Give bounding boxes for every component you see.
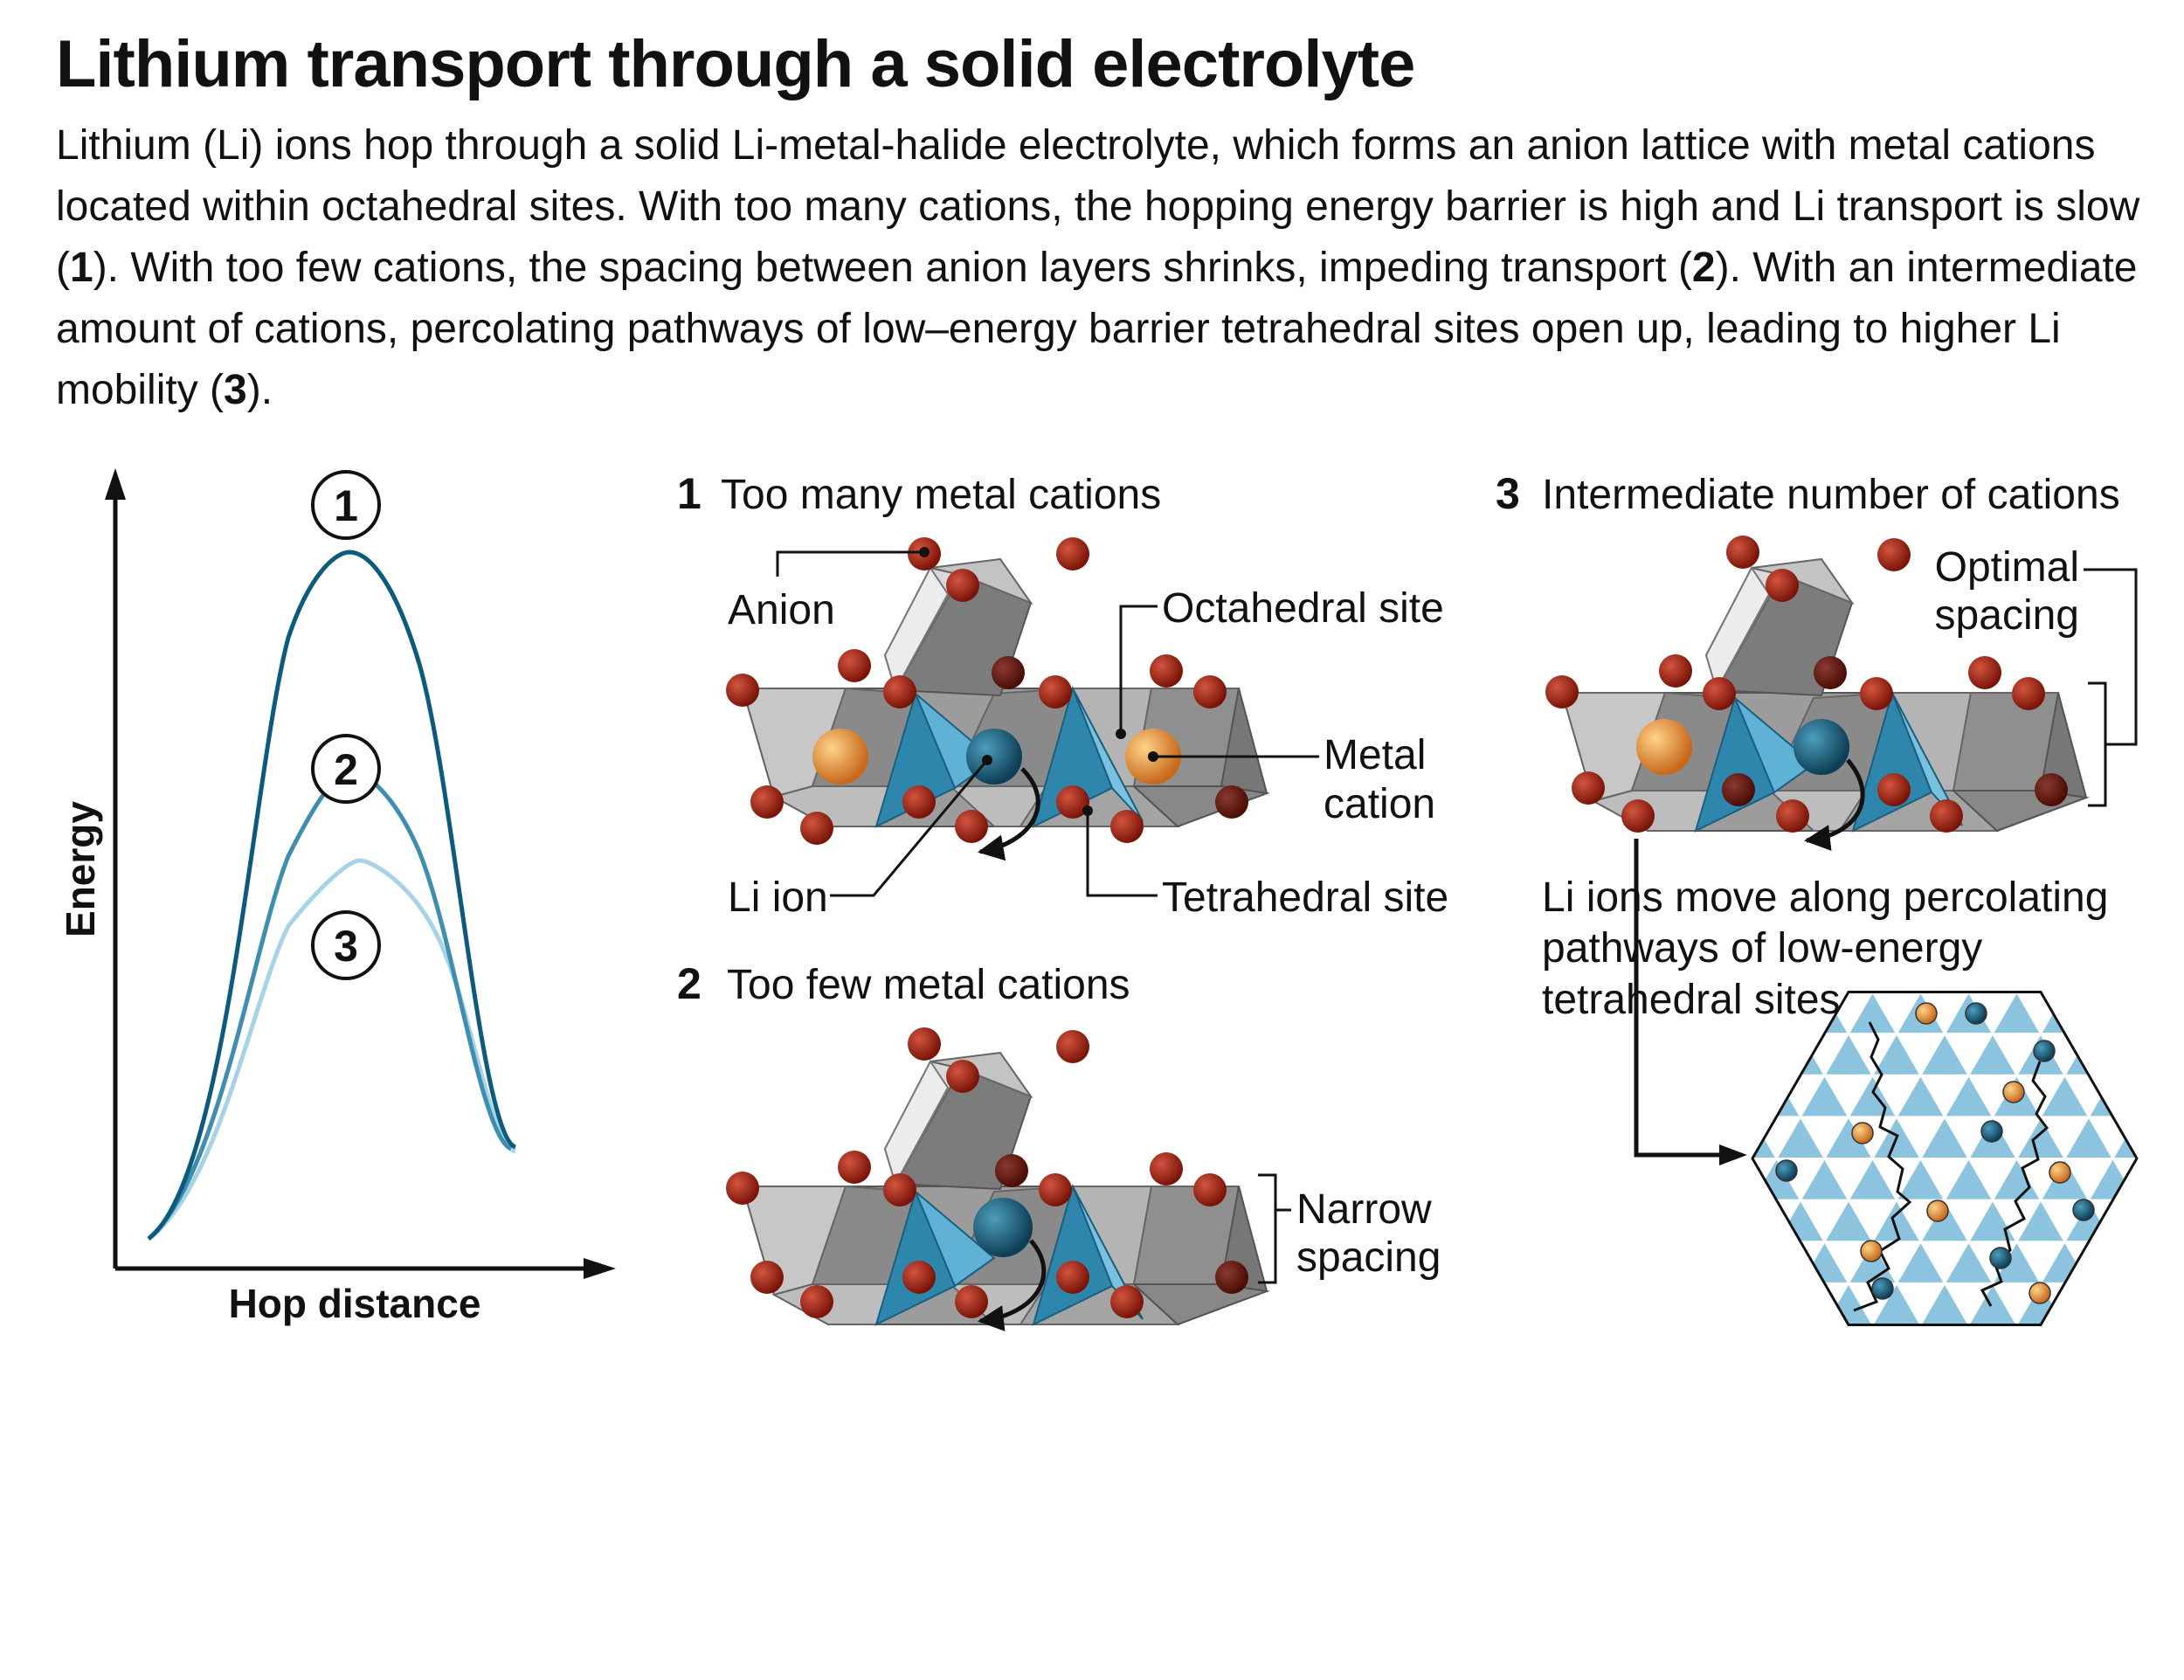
panel-3-heading: Intermediate number of cations bbox=[1542, 472, 2120, 518]
anions bbox=[726, 1027, 1248, 1318]
metal-cation bbox=[1636, 719, 1692, 775]
label-li-ion: Li ion bbox=[728, 875, 828, 921]
metal-cation bbox=[812, 729, 868, 785]
svg-text:2: 2 bbox=[334, 745, 358, 794]
panel-3-number: 3 bbox=[1496, 469, 1520, 518]
curve-marker-3 bbox=[311, 910, 381, 980]
energy-curve-2 bbox=[147, 768, 513, 1241]
x-axis-arrow-icon bbox=[584, 1258, 616, 1279]
hop-arrow-icon bbox=[978, 1239, 1047, 1331]
energy-graph: Energy Hop distance 1 2 3 bbox=[58, 468, 616, 1326]
figure-title: Lithium transport through a solid electr… bbox=[56, 27, 1415, 101]
x-axis-label: Hop distance bbox=[229, 1281, 481, 1326]
panel-2-heading: Too few metal cations bbox=[727, 962, 1130, 1008]
label-path-line1: Li ions move along percolating bbox=[1542, 875, 2108, 921]
metal-cation bbox=[2028, 1282, 2051, 1304]
curve-marker-2 bbox=[311, 734, 381, 804]
label-octahedral-site: Octahedral site bbox=[1162, 585, 1444, 632]
li-ion bbox=[1989, 1247, 2012, 1269]
y-axis-arrow-icon bbox=[105, 468, 126, 500]
hop-arrow-icon bbox=[978, 767, 1040, 861]
energy-curve-1 bbox=[147, 550, 517, 1241]
octahedral-leader bbox=[1119, 605, 1158, 734]
panel-3: 3 Intermediate number of cations bbox=[1496, 469, 2139, 1327]
li-ion bbox=[1980, 1120, 2003, 1143]
panel-2-number: 2 bbox=[677, 959, 702, 1008]
anion-leader bbox=[776, 550, 924, 577]
label-tetrahedral-site: Tetrahedral site bbox=[1162, 875, 1448, 921]
y-axis-label: Energy bbox=[58, 801, 103, 937]
metal-cation bbox=[1915, 1002, 1938, 1025]
li-ion bbox=[1775, 1159, 1798, 1182]
li-ion bbox=[2072, 1199, 2095, 1221]
label-optimal: Optimal bbox=[1935, 544, 2079, 591]
pathway-leader bbox=[1634, 839, 1730, 1158]
label-path-line3: tetrahedral sites bbox=[1542, 977, 1841, 1023]
label-cation: cation bbox=[1324, 781, 1435, 827]
metal-cation bbox=[1851, 1122, 1874, 1144]
metal-cation bbox=[2049, 1161, 2071, 1184]
label-narrow: Narrow bbox=[1296, 1186, 1432, 1233]
label-path-line2: pathways of low-energy bbox=[1542, 925, 1982, 971]
panel-1-number: 1 bbox=[677, 469, 702, 518]
anions bbox=[1545, 536, 2068, 833]
panel-2: 2 Too few metal cations bbox=[677, 959, 1441, 1331]
energy-curve-3 bbox=[147, 858, 517, 1241]
svg-text:1: 1 bbox=[334, 481, 358, 530]
li-ion bbox=[1871, 1277, 1894, 1300]
metal-cation bbox=[1926, 1200, 1949, 1222]
li-ion bbox=[1794, 719, 1849, 775]
narrow-spacing-bracket bbox=[1258, 1173, 1277, 1284]
optimal-spacing-bracket bbox=[2084, 568, 2138, 746]
hop-arrow-icon bbox=[1804, 758, 1865, 851]
label-metal: Metal bbox=[1324, 732, 1426, 778]
tetrahedral-leader bbox=[1086, 811, 1158, 897]
label-anion: Anion bbox=[728, 587, 835, 633]
panel-1: 1 Too many metal cations bbox=[677, 469, 1448, 921]
curve-marker-1 bbox=[311, 470, 381, 540]
metal-cation bbox=[2002, 1081, 2025, 1103]
li-ion bbox=[2033, 1040, 2056, 1062]
li-ion bbox=[966, 729, 1022, 785]
label-spacing: spacing bbox=[1296, 1234, 1441, 1281]
pathway-arrow-icon bbox=[1719, 1144, 1747, 1165]
percolating-pathway bbox=[1853, 1021, 1912, 1312]
percolating-pathway bbox=[1980, 1061, 2049, 1307]
li-ion bbox=[973, 1198, 1033, 1257]
metal-cation bbox=[1860, 1240, 1883, 1262]
figure-caption: Lithium (Li) ions hop through a solid Li… bbox=[56, 122, 2140, 413]
svg-text:3: 3 bbox=[334, 922, 358, 971]
label-spacing-3: spacing bbox=[1935, 592, 2079, 639]
li-ion-leader bbox=[830, 759, 989, 897]
panel-1-heading: Too many metal cations bbox=[721, 472, 1161, 518]
li-ion bbox=[1965, 1002, 1987, 1025]
